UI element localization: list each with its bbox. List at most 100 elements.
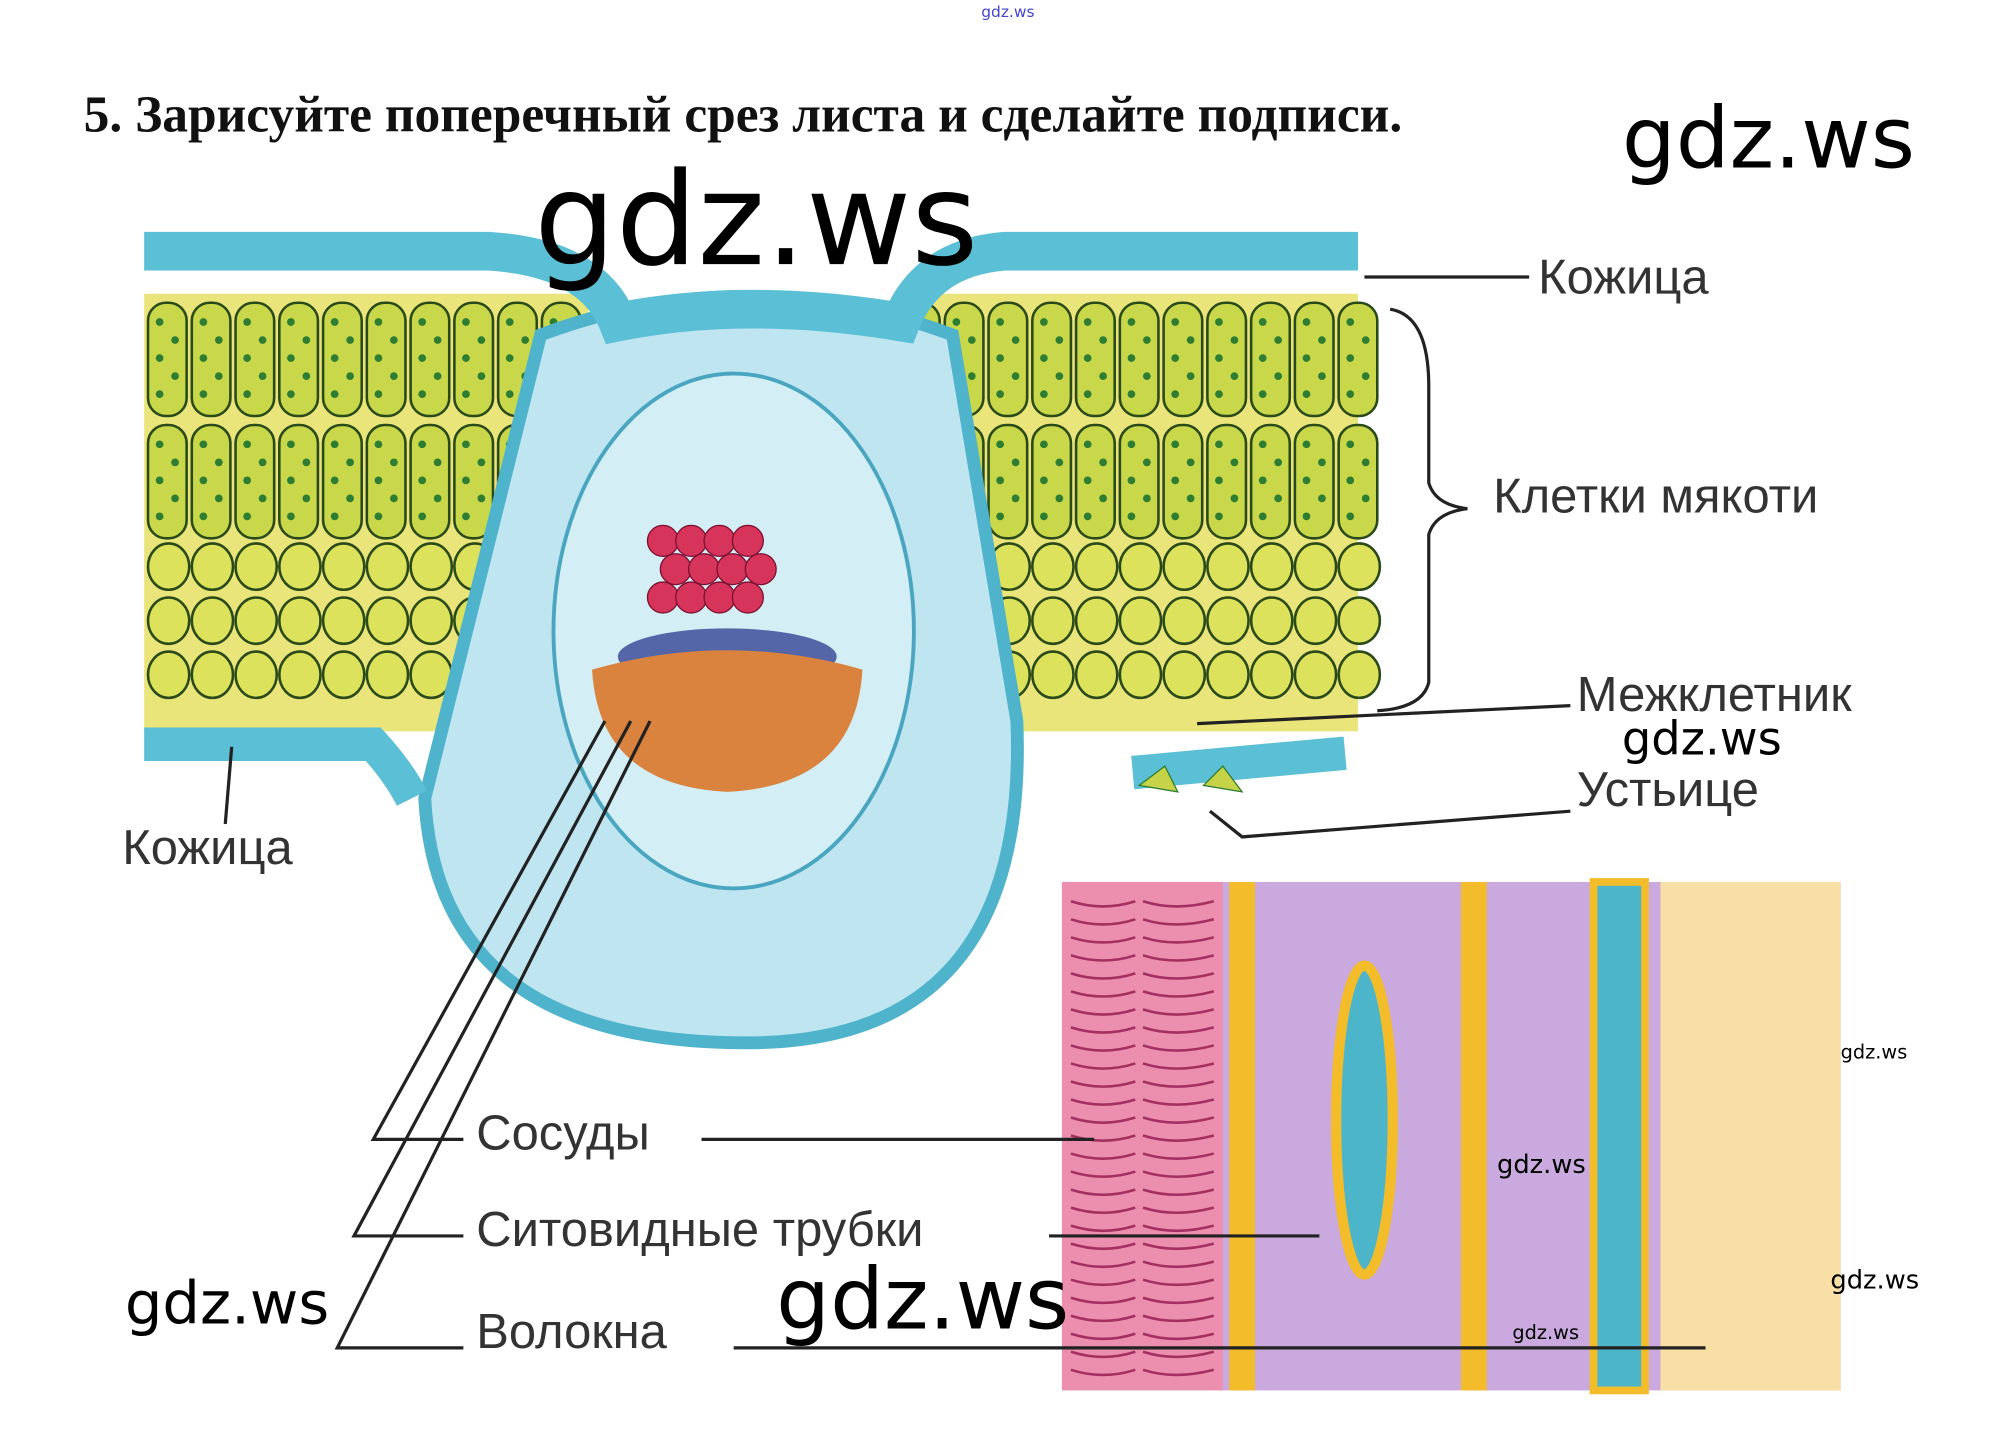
palisade-cell xyxy=(190,423,232,540)
chloroplast xyxy=(952,318,961,326)
chloroplast xyxy=(374,476,383,485)
chloroplast xyxy=(1083,318,1092,326)
spongy-cell xyxy=(1162,596,1207,646)
palisade-cell xyxy=(146,423,188,540)
spongy-cell xyxy=(146,650,191,700)
chloroplast xyxy=(1302,318,1311,326)
chloroplast xyxy=(433,336,442,344)
spongy-cell xyxy=(1337,542,1382,592)
chloroplast xyxy=(462,390,470,398)
vessel-ring xyxy=(1070,1098,1215,1106)
chloroplast xyxy=(477,458,486,467)
chloroplast xyxy=(390,372,398,380)
chloroplast xyxy=(374,318,383,326)
chloroplast xyxy=(967,372,976,380)
chloroplast xyxy=(330,440,339,449)
palisade-cell xyxy=(1031,423,1073,540)
chloroplast xyxy=(967,336,976,344)
vessel-rings xyxy=(1070,900,1215,1377)
xylem-vessel xyxy=(716,553,749,586)
chloroplast xyxy=(214,494,223,503)
spongy-cell xyxy=(365,596,410,646)
chloroplast xyxy=(1215,476,1223,485)
fibers xyxy=(592,650,863,792)
vessel-ring xyxy=(1070,1188,1215,1196)
spongy-cell xyxy=(1031,650,1075,700)
chloroplast xyxy=(155,476,164,485)
chloroplast xyxy=(171,372,179,380)
chloroplast xyxy=(1143,494,1151,503)
palisade-cell xyxy=(987,301,1029,418)
xylem-vessel xyxy=(646,581,679,614)
chloroplast xyxy=(1318,494,1326,503)
label-upper-epidermis: Кожица xyxy=(1538,251,1709,305)
spongy-cell xyxy=(1074,596,1119,646)
chloroplast xyxy=(199,354,208,362)
vessel-ring xyxy=(1070,936,1215,944)
chloroplast xyxy=(1302,390,1311,398)
chloroplast xyxy=(1258,440,1267,449)
chloroplast xyxy=(1230,458,1239,467)
chloroplast xyxy=(374,390,383,398)
label-lines xyxy=(223,275,1706,1350)
chloroplast xyxy=(477,372,486,380)
chloroplast xyxy=(996,390,1004,398)
palisade-cell xyxy=(234,301,276,418)
watermark: gdz.ws xyxy=(1830,1266,1919,1296)
vessel-ring xyxy=(1070,1242,1215,1251)
chloroplast xyxy=(1040,476,1048,485)
leaf-diagram xyxy=(144,231,1468,1050)
xylem-vessel xyxy=(646,524,679,557)
chloroplast xyxy=(155,354,164,362)
vessel-ring xyxy=(1070,1296,1215,1305)
chloroplast xyxy=(1274,336,1283,344)
chloroplast xyxy=(1171,390,1180,398)
chloroplast xyxy=(287,390,295,398)
chloroplast xyxy=(330,318,339,326)
conducting-tissue-inset xyxy=(1061,878,1841,1395)
vessel-ring xyxy=(1070,1224,1215,1233)
palisade-cell xyxy=(453,301,495,418)
chloroplast xyxy=(1011,372,1020,380)
spongy-cell xyxy=(278,650,322,700)
chloroplast xyxy=(996,318,1004,326)
spongy-cell xyxy=(1074,542,1119,592)
chloroplast xyxy=(1318,336,1326,344)
palisade-cell xyxy=(1293,301,1335,418)
chloroplast xyxy=(505,354,514,362)
label-mesophyll: Клетки мякоти xyxy=(1493,470,1818,524)
chloroplast xyxy=(1127,440,1136,449)
chloroplast xyxy=(1346,354,1355,362)
label-sieve-tubes: Ситовидные трубки xyxy=(476,1203,923,1257)
palisade-cell xyxy=(321,423,363,540)
chloroplast xyxy=(1230,494,1239,503)
palisade-cell xyxy=(1293,423,1335,540)
vessel-ring xyxy=(1070,1152,1215,1160)
lower-epidermis xyxy=(144,727,1347,807)
palisade-cell xyxy=(1206,423,1248,540)
chloroplast xyxy=(433,494,442,503)
chloroplast xyxy=(302,372,311,380)
vessel-ring xyxy=(1070,990,1215,998)
chloroplast xyxy=(243,512,251,521)
chloroplast xyxy=(374,440,383,449)
chloroplast xyxy=(1318,458,1326,467)
vessel-ring xyxy=(1070,1044,1215,1052)
palisade-cell xyxy=(1249,423,1292,540)
chloroplast xyxy=(346,372,354,380)
chloroplast xyxy=(155,390,164,398)
chloroplast xyxy=(1040,512,1048,521)
chloroplast xyxy=(462,512,470,521)
spongy-cell xyxy=(1249,542,1294,592)
chloroplast xyxy=(1274,372,1283,380)
chloroplast xyxy=(1171,512,1180,521)
chloroplast xyxy=(462,440,470,449)
palisade-cell xyxy=(146,301,188,418)
spongy-cell xyxy=(234,542,279,592)
chloroplast xyxy=(1055,336,1064,344)
chloroplast xyxy=(1171,476,1180,485)
chloroplast xyxy=(1083,354,1092,362)
chloroplast xyxy=(1186,494,1195,503)
xylem-vessel xyxy=(731,524,764,557)
chloroplast xyxy=(1171,440,1180,449)
